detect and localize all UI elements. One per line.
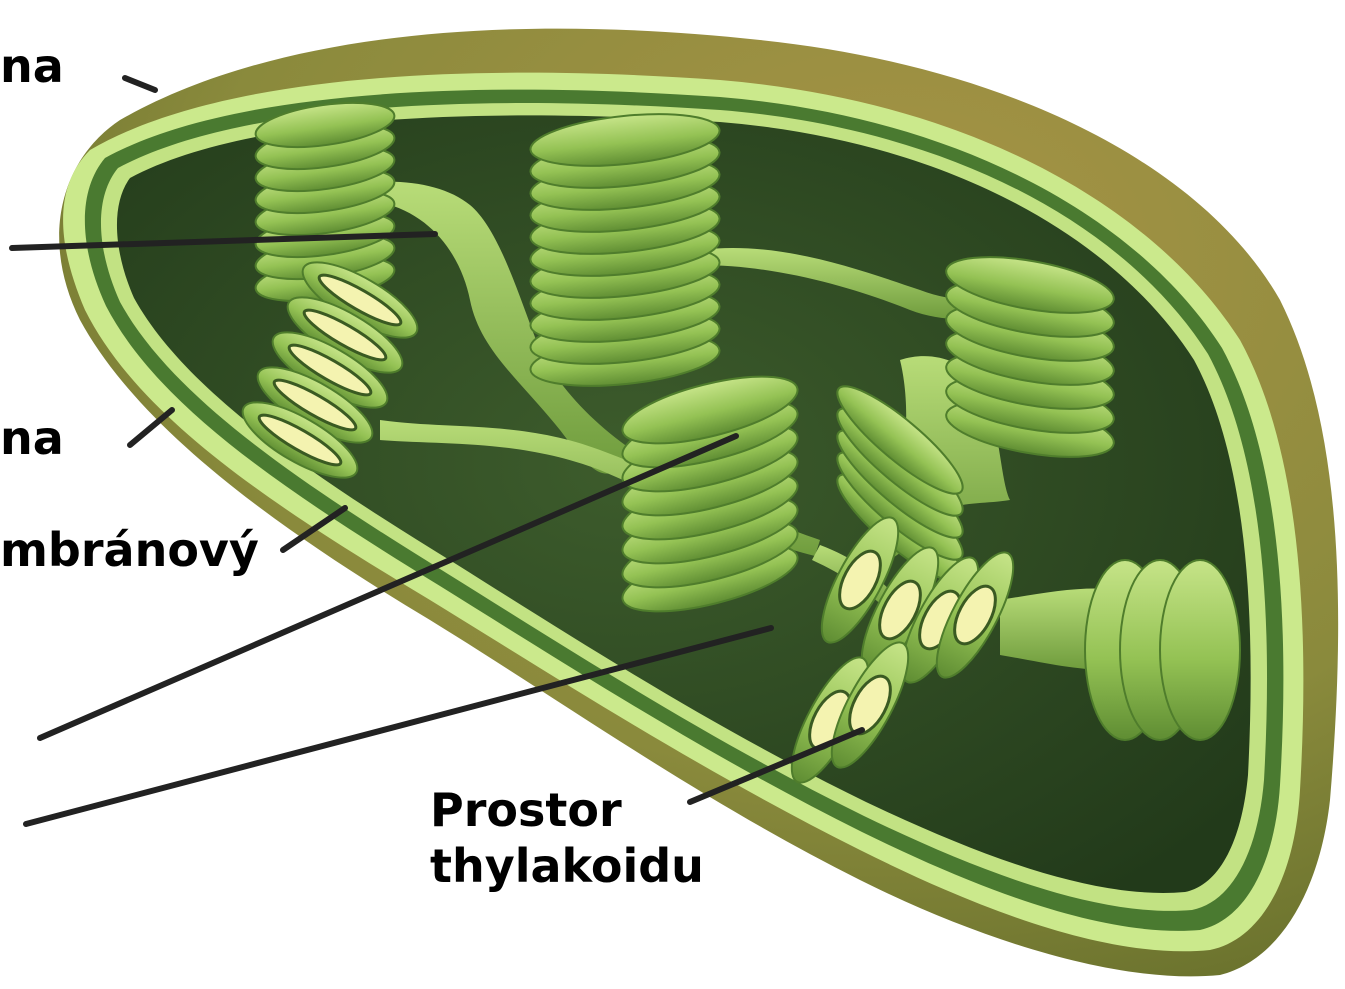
label-inner-membrane-fragment: na: [0, 410, 64, 466]
label-thylakoid-space-line2: thylakoidu: [430, 838, 704, 894]
granum-stack-right: [942, 247, 1118, 468]
granum-stack-center: [528, 106, 722, 394]
label-intermembrane-fragment: mbránový: [0, 522, 259, 578]
label-thylakoid-space: Prostor thylakoidu: [430, 782, 704, 894]
thylakoid-disc: [1160, 560, 1240, 740]
label-thylakoid-space-line1: Prostor: [430, 782, 704, 838]
label-outer-membrane-fragment: na: [0, 38, 64, 94]
leader-line-outer-membrane: [125, 78, 155, 90]
granum-stack-far-right: [1085, 560, 1240, 740]
